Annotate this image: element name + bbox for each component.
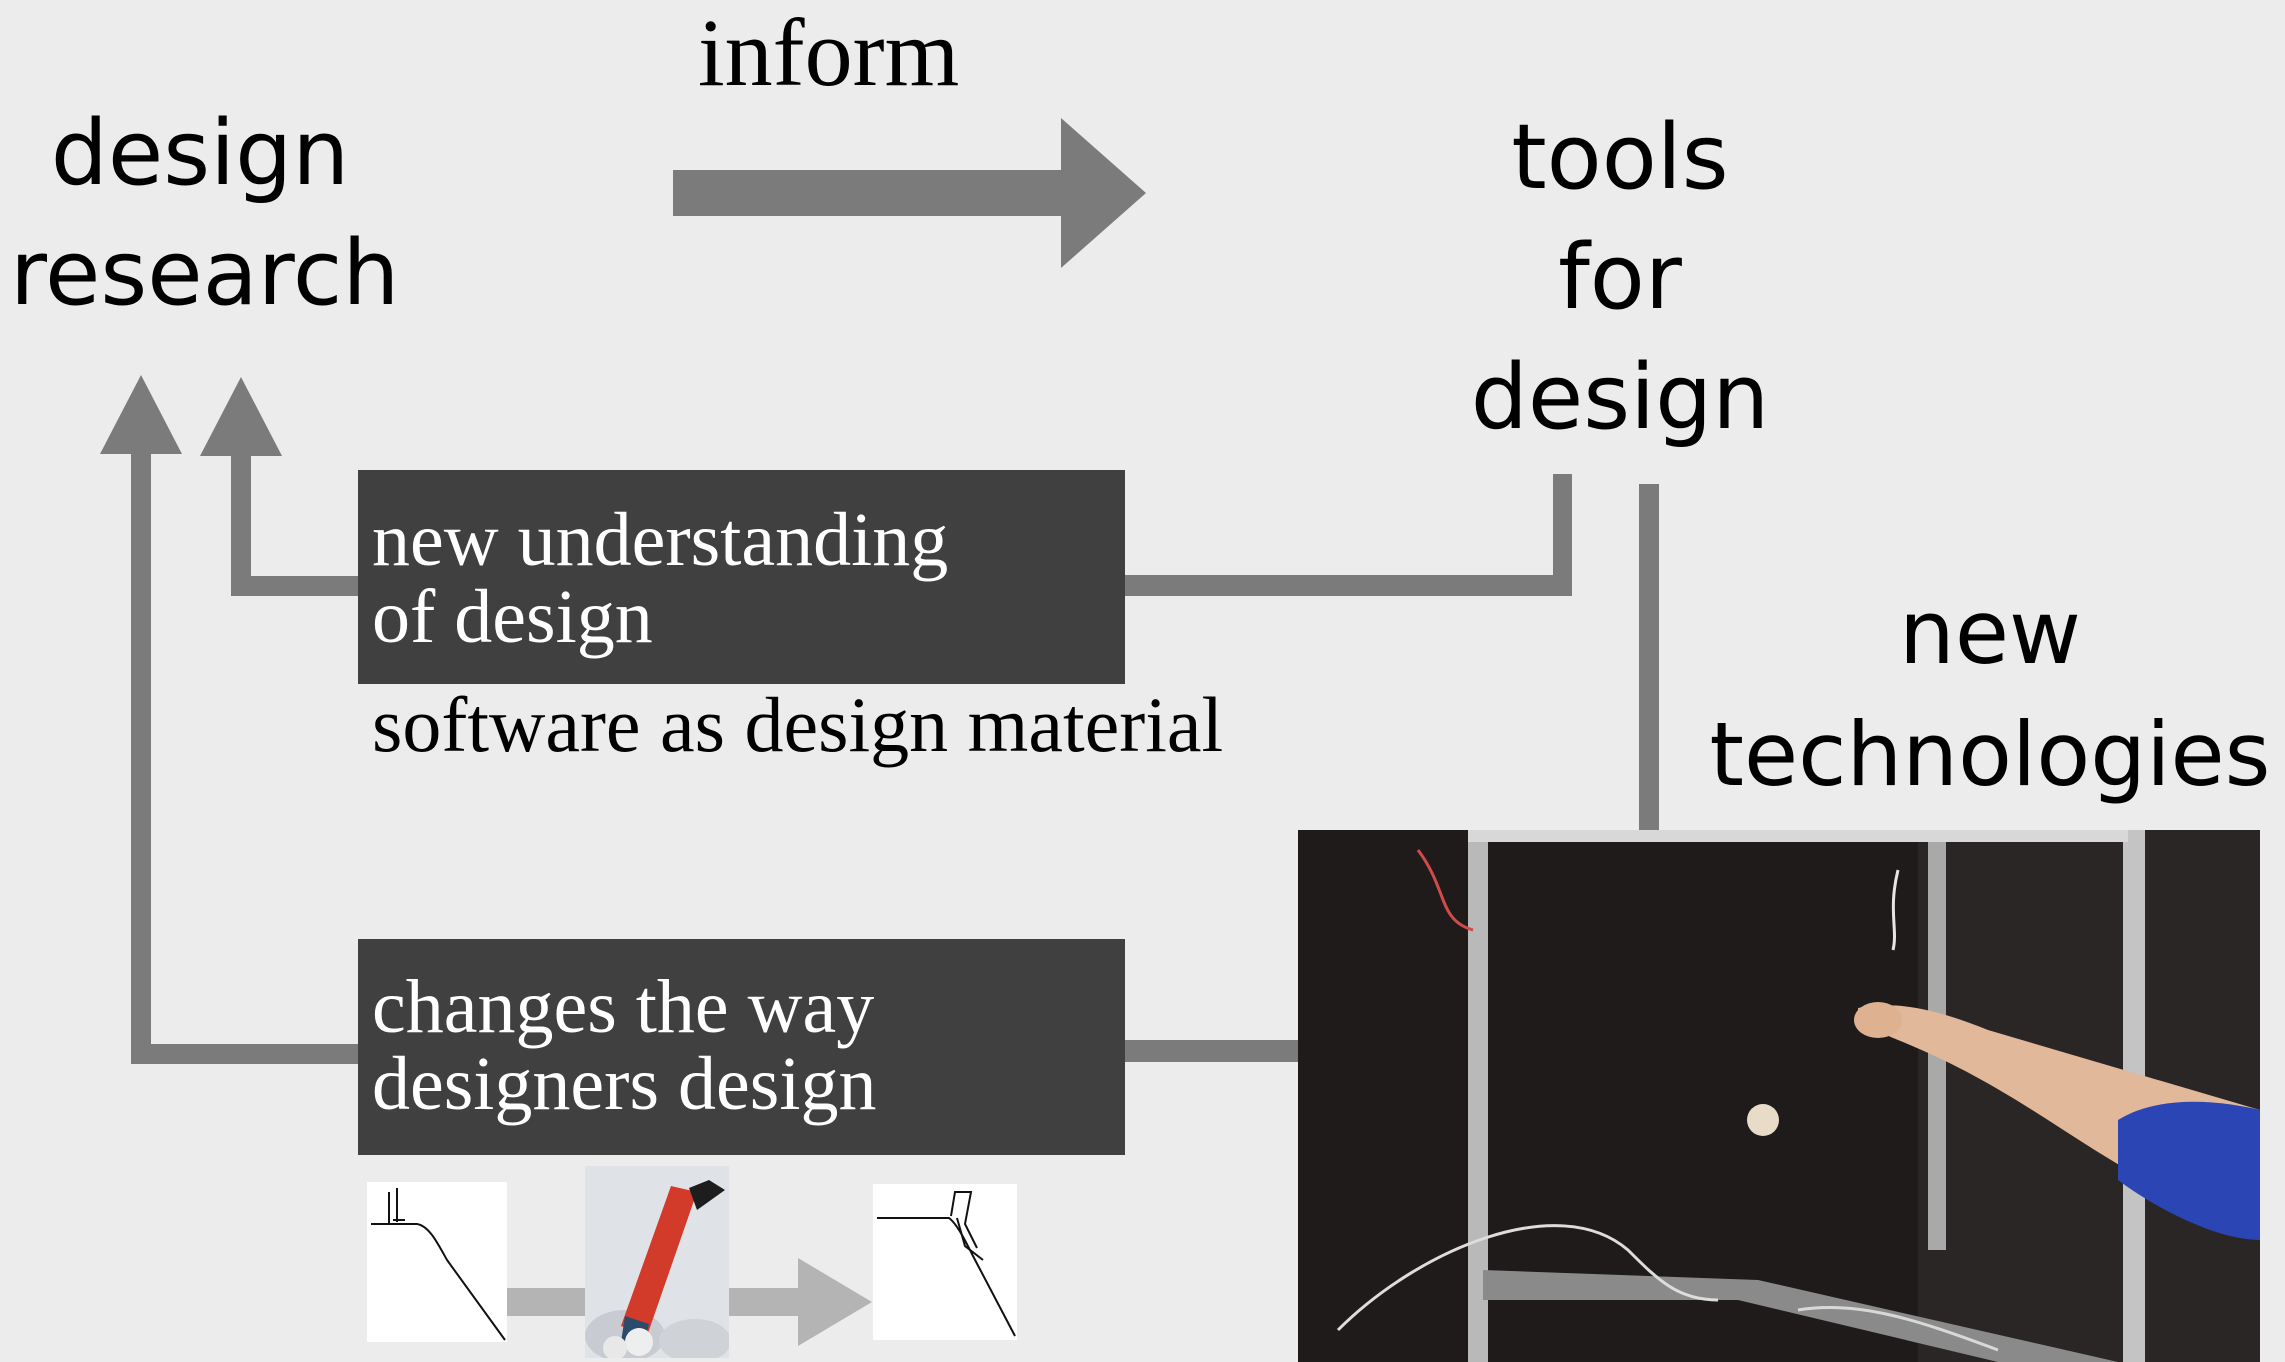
tools-for-design-label: tools for design — [1440, 98, 1800, 458]
technology-video-frame — [1298, 830, 2260, 1362]
tools-to-technologies-line — [1639, 484, 1659, 830]
sketch-connector — [507, 1288, 587, 1316]
understanding-line-2: of design — [372, 575, 653, 659]
sketch-arrow — [728, 1258, 872, 1346]
sketch-before-image — [367, 1182, 507, 1342]
inform-label: inform — [698, 0, 960, 106]
ski-photo-drawing — [585, 1166, 731, 1362]
inform-arrow — [673, 118, 1146, 268]
design-research-line-1: design — [50, 101, 350, 206]
video-still-drawing — [1298, 830, 2260, 1362]
changes-line-1: changes the way — [372, 965, 875, 1049]
for-line: for — [1558, 225, 1682, 330]
technologies-line: technologies — [1709, 703, 2271, 806]
tools-to-understanding-line — [1123, 474, 1572, 596]
sketch-after-image — [873, 1184, 1017, 1340]
understanding-arrow — [200, 377, 360, 596]
sketch-before-drawing — [371, 1188, 506, 1341]
understanding-line-1: new understanding — [372, 498, 949, 582]
design-research-line-2: research — [10, 221, 400, 326]
design-research-label: design research — [10, 94, 400, 334]
software-material-caption: software as design material — [372, 681, 1224, 768]
tools-line: tools — [1511, 105, 1729, 210]
sketch-after-drawing — [877, 1191, 1016, 1337]
changes-to-technologies-line — [1123, 1040, 1299, 1062]
design-line: design — [1470, 345, 1770, 450]
new-line: new — [1899, 581, 2081, 684]
changes-line-2: designers design — [372, 1042, 877, 1126]
changes-arrow — [100, 375, 360, 1064]
new-technologies-label: new technologies — [1700, 572, 2280, 816]
understanding-box: new understanding of design — [358, 470, 1125, 684]
ski-photo — [585, 1166, 731, 1362]
changes-box: changes the way designers design — [358, 939, 1125, 1155]
